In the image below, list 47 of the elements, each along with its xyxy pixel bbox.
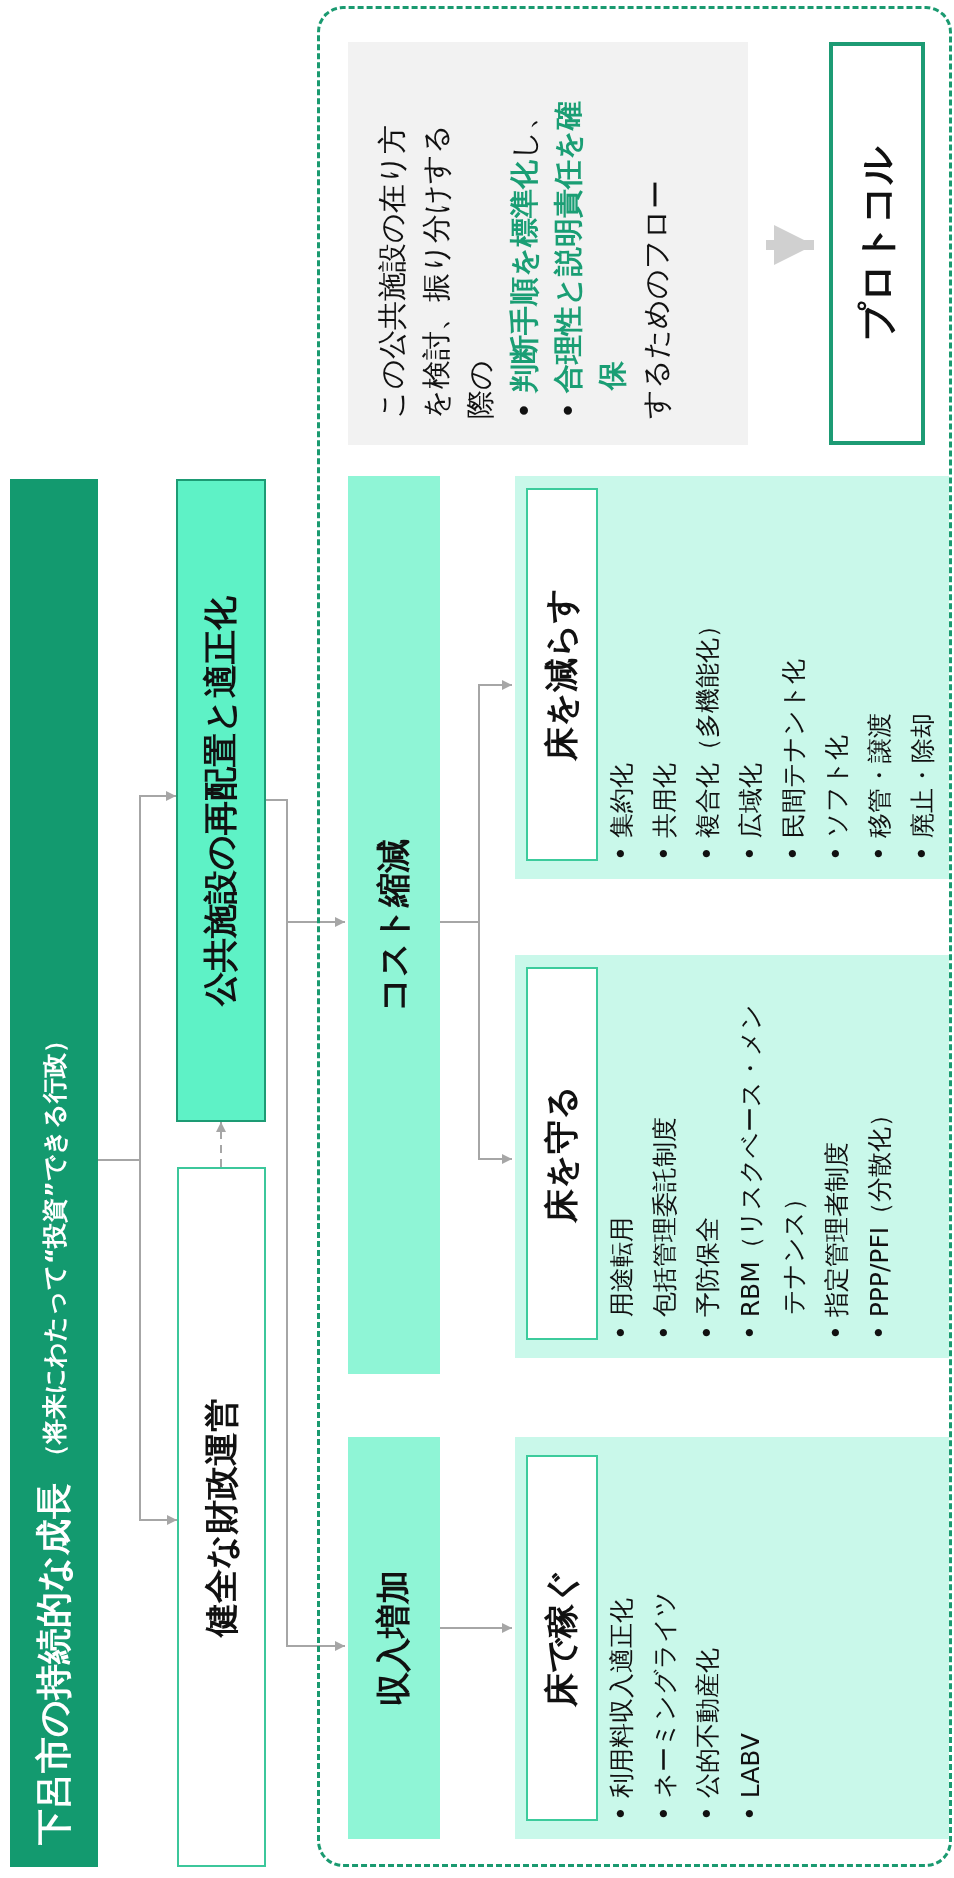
heading-text: 床を減らす xyxy=(540,588,582,761)
measure-panel xyxy=(515,476,949,879)
list-item: • 広域化 xyxy=(735,762,766,861)
box-label: 健全な財政運営 xyxy=(199,1397,242,1637)
box-label: 収入増加 xyxy=(372,1570,414,1706)
list-item: • 指定管理者制度 xyxy=(821,1141,852,1340)
triangle-arrow xyxy=(766,225,814,265)
note-text: するためのフロー xyxy=(638,179,674,419)
box-label: 公共施設の再配置と適正化 xyxy=(199,595,241,1006)
box-label: コスト縮減 xyxy=(372,838,414,1012)
list-item: • ネーミングライツ xyxy=(649,1590,680,1821)
heading-box xyxy=(526,1455,598,1821)
list-item: • ソフト化 xyxy=(821,734,852,861)
list-item: • 公的不動産化 xyxy=(692,1647,723,1821)
process-box xyxy=(176,479,266,1122)
category-box xyxy=(348,476,440,1374)
title-banner xyxy=(10,479,98,1867)
list-item: • 複合化（多機能化） xyxy=(692,612,723,861)
heading-box xyxy=(526,967,598,1340)
list-item: • 予防保全 xyxy=(692,1216,723,1340)
box-label: プロトコル xyxy=(853,146,900,341)
dashed-group-frame xyxy=(317,6,952,1867)
list-item: • 包括管理委託制度 xyxy=(649,1116,680,1340)
title-text: 下呂市の持続的な成長 xyxy=(31,1483,75,1845)
category-box xyxy=(348,1437,440,1839)
heading-text: 床で稼ぐ xyxy=(540,1569,582,1707)
list-item: • 廃止・除却 xyxy=(907,712,938,861)
list-item: • 利用料収入適正化 xyxy=(606,1597,637,1821)
heading-text: 床を守る xyxy=(540,1084,582,1223)
note-bullet: • 合理性と説明責任を確保 xyxy=(550,99,630,419)
list-item: • 集約化 xyxy=(606,762,637,861)
list-item: • RBM（リスクベース・メンテナンス） xyxy=(735,1003,809,1340)
list-item: • 移管・譲渡 xyxy=(864,712,895,861)
list-item: • 用途転用 xyxy=(606,1216,637,1340)
list-item: • 共用化 xyxy=(649,762,680,861)
list-item: • LABV xyxy=(735,1732,766,1821)
result-box xyxy=(829,42,925,445)
note-text: この公共施設の在り方を検討、振り分けする際の xyxy=(374,123,498,419)
measure-panel xyxy=(515,955,949,1358)
measure-panel xyxy=(515,1437,949,1839)
heading-box xyxy=(526,488,598,861)
note-bullet: • 判断手順を標準化し、 xyxy=(506,99,542,419)
list-item: • PPP/PFI（分散化） xyxy=(864,1100,895,1340)
process-box xyxy=(177,1167,266,1867)
subtitle-text: （将来にわたって“投資”できる行政） xyxy=(38,1028,70,1469)
dashed-arrow xyxy=(216,1121,226,1168)
list-item: • 民間テナント化 xyxy=(778,658,809,861)
